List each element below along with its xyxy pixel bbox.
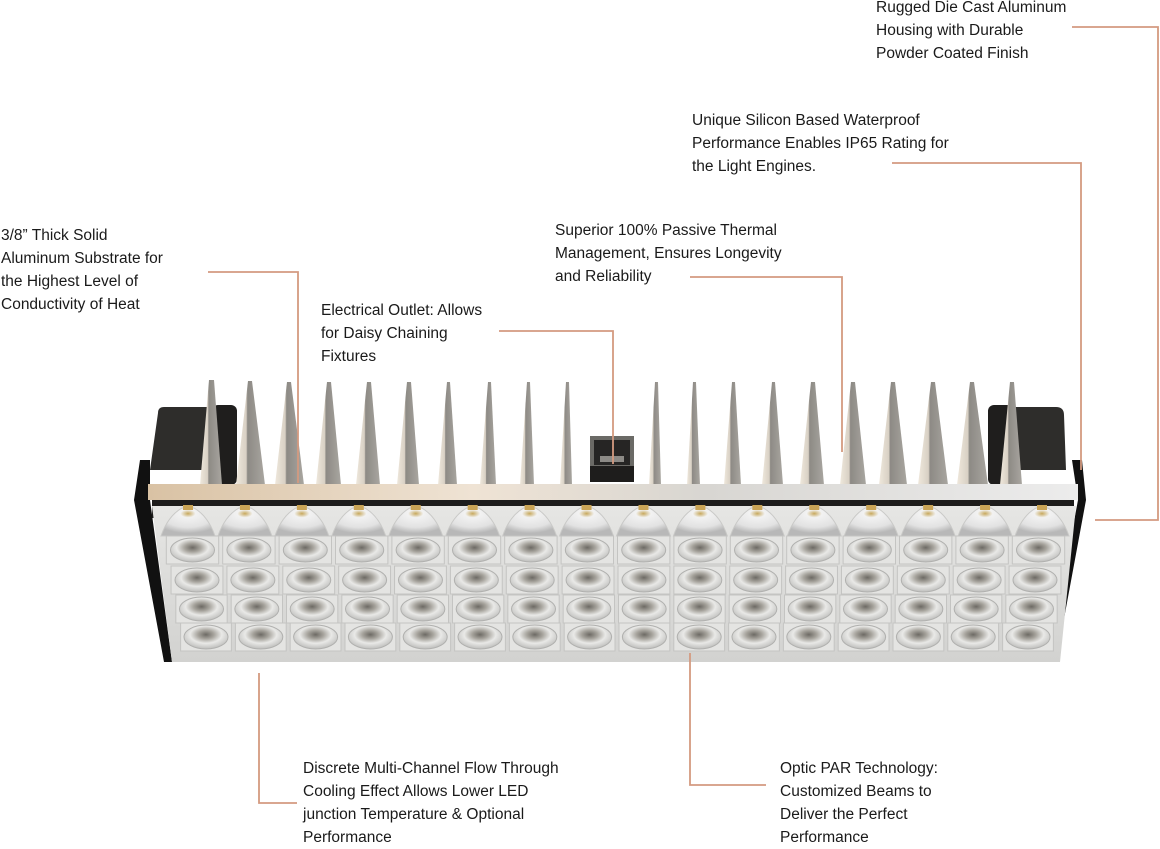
callout-substrate: 3/8” Thick Solid Aluminum Substrate for … [1,227,163,313]
leader-housing [1072,26,1159,521]
leader-optic [689,653,766,786]
callout-outlet: Electrical Outlet: Allows for Daisy Chai… [321,302,483,365]
electrical-outlet [590,436,634,482]
heat-sink-fins [200,380,1022,485]
leader-thermal [690,276,843,452]
leader-cooling [258,673,297,804]
callout-optic: Optic PAR Technology: Customized Beams t… [780,760,938,846]
callout-waterproof: Unique Silicon Based Waterproof Performa… [692,112,949,175]
optic-lens-array [160,505,1070,652]
leader-substrate [208,271,299,483]
leader-waterproof [892,162,1082,470]
housing-left-block [150,407,215,470]
callout-thermal: Superior 100% Passive Thermal Management… [555,222,782,285]
callout-housing: Rugged Die Cast Aluminum Housing with Du… [876,0,1067,62]
callout-cooling: Discrete Multi-Channel Flow Through Cool… [303,760,559,846]
leader-outlet [499,330,614,464]
